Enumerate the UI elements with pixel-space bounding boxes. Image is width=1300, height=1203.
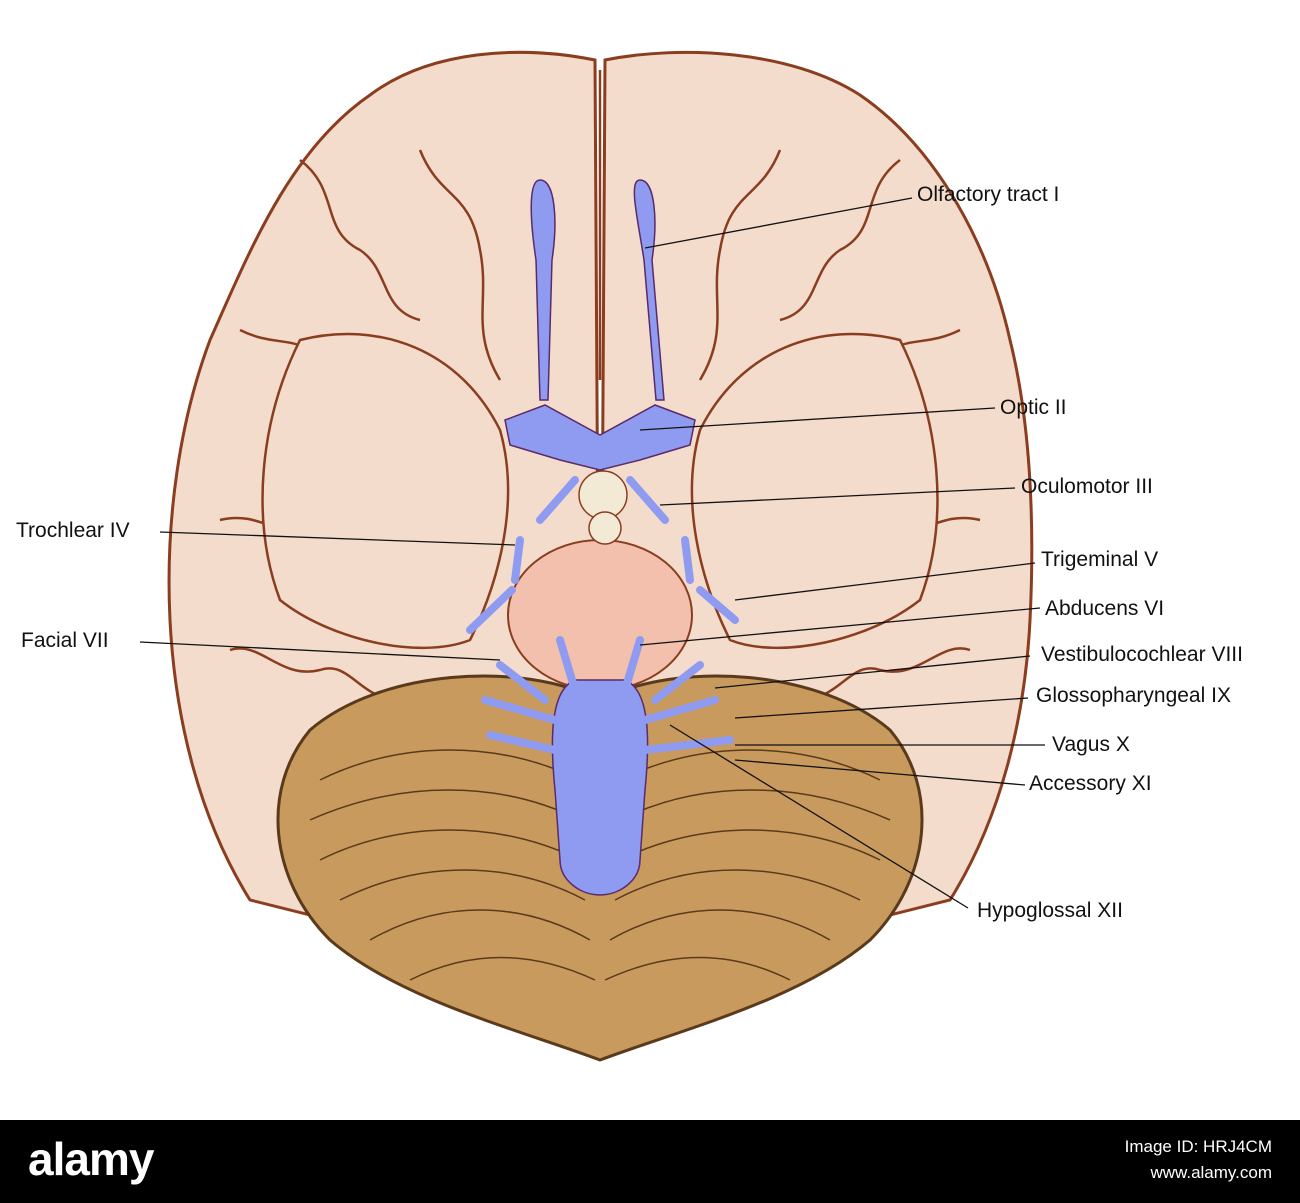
image-id-text: Image ID: HRJ4CM: [1124, 1137, 1272, 1156]
alamy-logo: alamy: [28, 1133, 154, 1185]
label-olfactory-tract-i: Olfactory tract I: [917, 183, 1060, 206]
right-temporal-lobe: [690, 332, 939, 650]
footer-url-text: www.alamy.com: [1150, 1163, 1272, 1182]
footer-meta: Image ID: HRJ4CM www.alamy.com: [1125, 1134, 1272, 1186]
label-facial-vii: Facial VII: [21, 629, 109, 652]
leader-lines: [139, 197, 1045, 909]
optic-chiasm: [504, 404, 696, 471]
label-abducens-vi: Abducens VI: [1045, 597, 1165, 620]
olfactory-tracts: [530, 179, 665, 401]
label-trochlear-iv: Trochlear IV: [16, 519, 130, 542]
mammillary-bodies: [588, 511, 622, 545]
pons: [507, 539, 693, 691]
label-accessory-xi: Accessory XI: [1029, 772, 1152, 795]
label-vestibulocochlear-viii: Vestibulocochlear VIII: [1041, 643, 1243, 666]
brain-diagram: [139, 50, 1045, 1062]
label-hypoglossal-xii: Hypoglossal XII: [977, 899, 1123, 922]
cranial-nerve-roots: [466, 476, 739, 754]
cerebellar-folia: [309, 749, 891, 981]
left-temporal-lobe: [261, 332, 510, 650]
label-oculomotor-iii: Oculomotor III: [1021, 475, 1153, 498]
label-glossopharyngeal-ix: Glossopharyngeal IX: [1036, 684, 1231, 707]
stock-footer-bar: alamy Image ID: HRJ4CM www.alamy.com: [0, 1120, 1300, 1203]
label-vagus-x: Vagus X: [1052, 733, 1130, 756]
label-optic-ii: Optic II: [1000, 396, 1067, 419]
label-trigeminal-v: Trigeminal V: [1041, 548, 1159, 571]
medulla-oblongata: [551, 679, 649, 896]
